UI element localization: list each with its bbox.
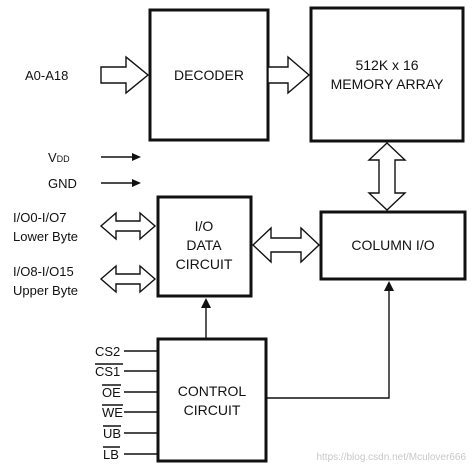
column-io-label-0: COLUMN I/O [351,237,434,253]
lower-byte-arrow [99,211,157,241]
io-data-label-1: DATA [186,237,222,253]
control-pin-0: CS2 [95,344,158,359]
vdd-sub: DD [57,154,70,164]
vdd-arrow-head [132,153,141,161]
io-column-io-arrow [251,226,321,264]
memory-array-block [309,6,465,143]
control-pins: CS2 CS1 OE WE UB LB [95,344,158,462]
memory-array-label-0: 512K x 16 [355,57,418,73]
control-pin-2: OE [102,384,158,400]
control-pin-4: UB [103,425,158,441]
watermark: https://blog.csdn.net/Mculover666 [316,452,466,463]
control-pin-label: OE [102,385,121,400]
control-pin-5: LB [103,446,158,462]
control-label-0: CONTROL [178,383,247,399]
decoder-block [148,8,270,142]
decoder-label-0: DECODER [174,67,244,83]
gnd-label: GND [48,176,77,191]
io-data-label-2: CIRCUIT [176,256,233,272]
control-label-1: CIRCUIT [184,402,241,418]
io-data-circuit-block [156,195,253,298]
lower-byte-label: Lower Byte [13,229,78,244]
control-pin-label: LB [103,447,119,462]
address-bus-arrow [100,55,150,95]
memory-array-label-1: MEMORY ARRAY [331,76,444,92]
vdd-main: V [48,150,57,165]
control-pin-label: UB [103,426,121,441]
upper-bus-label: I/O8-I/O15 [13,264,74,279]
upper-byte-label: Upper Byte [13,283,78,298]
io-data-label-0: I/O [195,218,214,234]
column-io-block [319,210,467,281]
control-pin-1: CS1 [95,363,158,379]
control-pin-label: CS1 [95,364,120,379]
control-to-io-arrowhead [201,298,211,308]
control-to-column-io-wire [266,288,390,399]
control-pin-label: WE [102,405,123,420]
decoder-to-memory-arrow [267,55,311,95]
lower-bus-label: I/O0-I/O7 [13,210,66,225]
memory-column-io-arrow [367,142,407,211]
gnd-arrow-head [132,179,141,187]
control-pin-3: WE [102,404,158,420]
control-pin-label: CS2 [95,344,120,359]
address-label: A0-A18 [25,68,68,83]
vdd-label: VDD [48,150,70,165]
control-to-column-io-arrowhead [384,281,394,291]
upper-byte-arrow [99,264,157,294]
control-circuit-block [156,337,268,463]
